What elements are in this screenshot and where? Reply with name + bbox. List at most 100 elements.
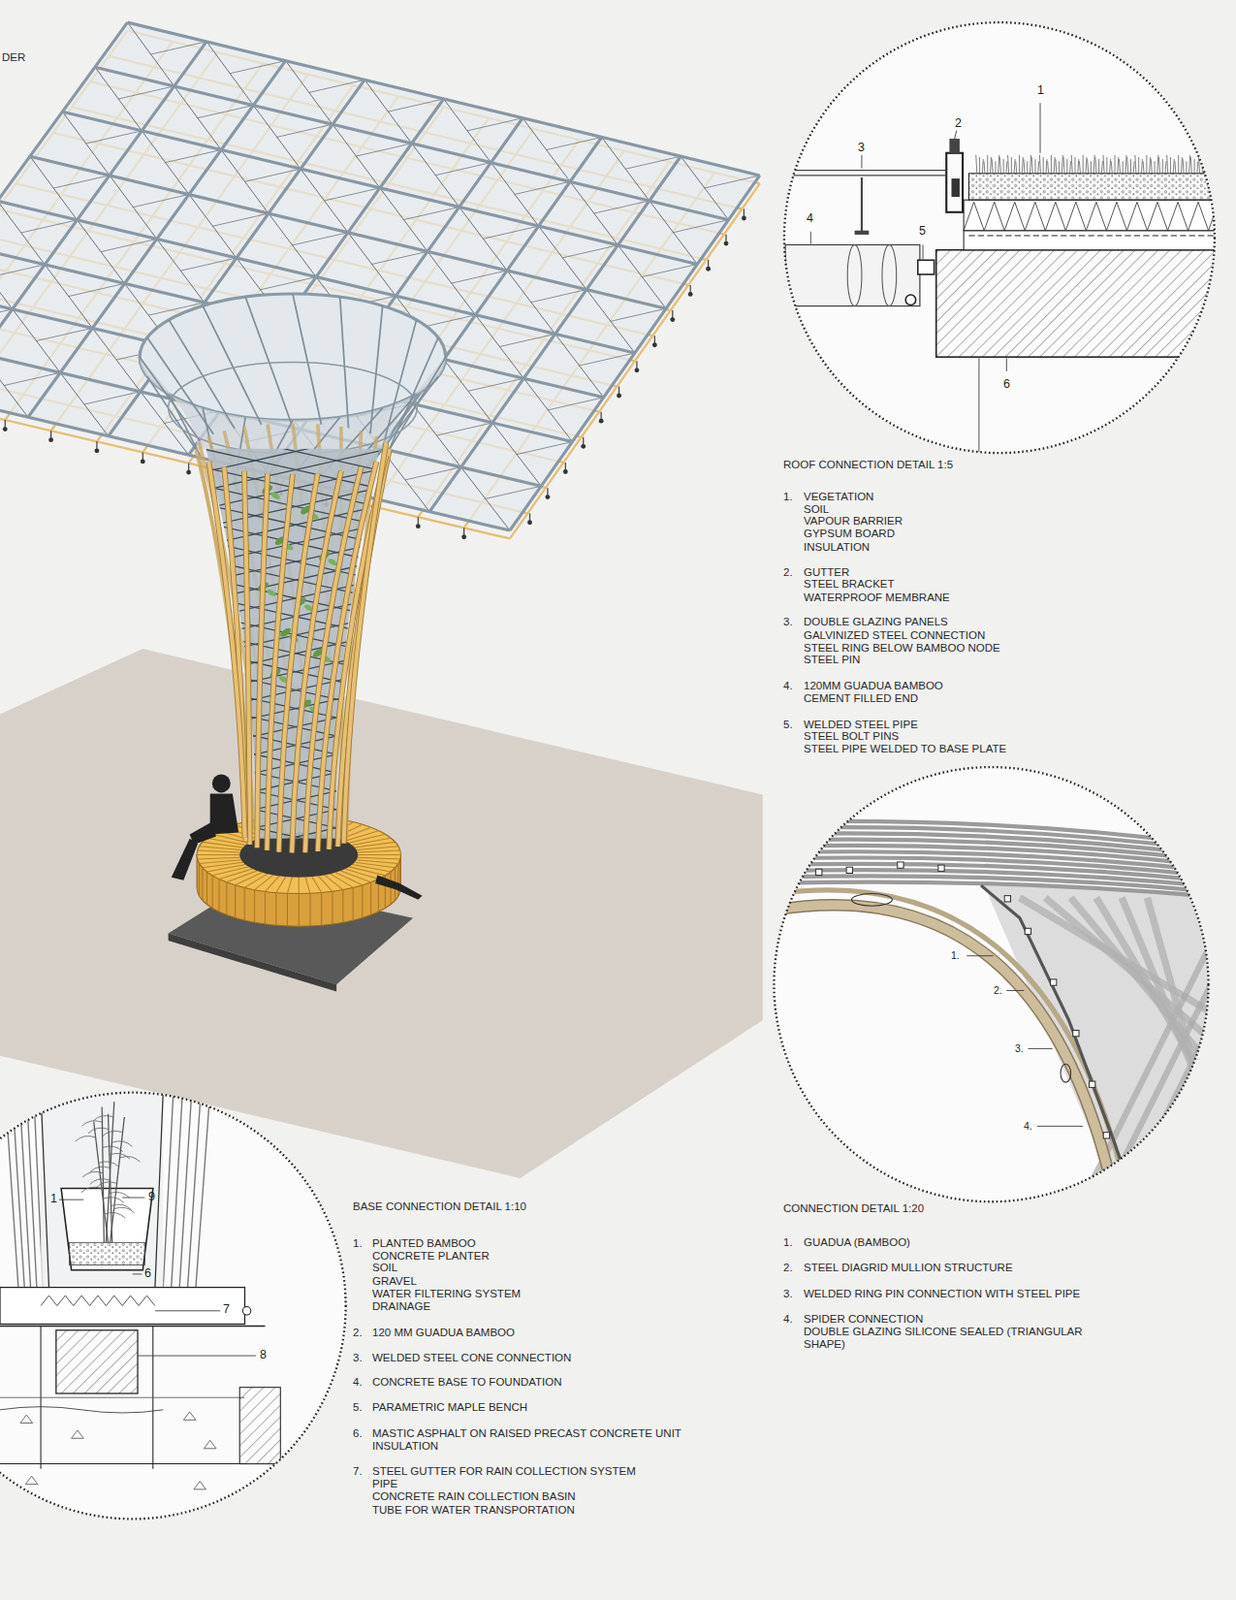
line	[1165, 160, 1167, 174]
rain-basin	[239, 1387, 281, 1464]
connector	[816, 868, 823, 875]
drawing-group	[0, 22, 1236, 1519]
pin	[724, 241, 729, 247]
line	[264, 875, 280, 891]
line	[370, 305, 383, 434]
line	[1202, 157, 1204, 174]
list-item: 120MM GUADUA BAMBOO	[803, 679, 944, 693]
connection-detail	[764, 821, 1224, 1204]
line	[298, 877, 300, 894]
line	[991, 158, 993, 174]
line	[292, 293, 322, 425]
line	[155, 1091, 163, 1288]
list-item: STEEL GUTTER FOR RAIN COLLECTION SYSTEM	[372, 1464, 636, 1478]
connector	[1103, 1132, 1110, 1139]
line	[1034, 158, 1036, 174]
line	[354, 861, 396, 868]
detail-circle	[784, 22, 1215, 453]
line	[1122, 160, 1124, 174]
line	[979, 157, 981, 174]
line	[1180, 157, 1182, 174]
line	[4, 1091, 19, 1288]
line	[1045, 158, 1047, 174]
line	[193, 648, 398, 695]
list-number: 1.	[783, 490, 793, 504]
line	[1008, 155, 1010, 174]
list-item: DOUBLE GLAZING PANELS	[803, 615, 949, 629]
callout-number: 3.	[1014, 1042, 1024, 1055]
line	[389, 337, 439, 448]
aggregate-symbol	[193, 1480, 207, 1489]
guadua-bamboo	[775, 889, 1128, 1194]
line	[298, 893, 300, 927]
line	[352, 887, 354, 920]
bamboo-leaf	[93, 1115, 114, 1122]
guadua-edge	[775, 904, 1114, 1194]
line	[1189, 155, 1191, 174]
bamboo-leaf	[75, 1136, 96, 1142]
person-head	[212, 773, 231, 793]
pin	[652, 342, 658, 348]
aggregate-symbol	[20, 1414, 33, 1423]
line	[1212, 157, 1214, 174]
bamboo-pole	[291, 471, 342, 854]
list-item: PIPE	[372, 1477, 398, 1490]
bamboo-pole	[305, 466, 362, 853]
line	[0, 22, 127, 380]
line	[1031, 157, 1033, 174]
connector	[1089, 1080, 1096, 1087]
line	[1006, 160, 1008, 174]
list-item: WELDED RING PIN CONNECTION WITH STEEL PI…	[803, 1287, 1080, 1300]
line	[1158, 157, 1160, 174]
leaf	[269, 490, 282, 501]
list-item: WATERPROOF MEMBRANE	[803, 591, 951, 604]
list-number: 7.	[352, 1464, 363, 1478]
list-item: STEEL BOLT PINS	[803, 729, 899, 743]
bamboo-leaf	[111, 1204, 132, 1210]
line	[1154, 160, 1156, 174]
steel-ring	[855, 230, 870, 235]
bamboo-leaf	[98, 1161, 120, 1168]
line	[193, 831, 398, 878]
line	[785, 169, 947, 171]
line	[810, 231, 812, 245]
line	[1078, 160, 1080, 174]
callout-number: 4.	[1023, 1119, 1033, 1133]
aggregate-symbol	[183, 1411, 196, 1420]
glass-roof	[0, 22, 761, 531]
line	[312, 876, 322, 892]
line	[357, 850, 401, 853]
line	[983, 160, 985, 174]
line	[370, 882, 372, 916]
list-number: 1.	[783, 1236, 793, 1249]
bamboo-pole	[266, 474, 293, 851]
pin	[599, 418, 604, 424]
detail-title: ROOF CONNECTION DETAIL 1:5	[783, 458, 953, 472]
line	[162, 1091, 174, 1288]
water-line	[0, 1406, 163, 1413]
list-item: VAPOUR BARRIER	[803, 514, 903, 528]
line	[137, 1355, 256, 1357]
line	[147, 337, 214, 435]
line	[1127, 157, 1129, 174]
line	[317, 875, 333, 891]
line	[1101, 160, 1103, 174]
line	[978, 357, 980, 454]
bamboo-pole-edge	[305, 466, 362, 853]
callout-number: 6	[144, 1267, 152, 1280]
line	[331, 890, 333, 924]
line	[0, 1462, 245, 1464]
line	[195, 1091, 211, 1288]
line	[1014, 158, 1015, 174]
line	[101, 1106, 104, 1242]
bamboo-leaf	[102, 1130, 124, 1137]
pin	[415, 523, 421, 529]
list-item: STEEL PIN	[803, 653, 860, 666]
line	[1026, 160, 1028, 174]
line	[196, 854, 240, 856]
pin	[688, 291, 694, 297]
line	[305, 877, 311, 894]
pin	[741, 216, 747, 222]
line	[1125, 155, 1127, 174]
